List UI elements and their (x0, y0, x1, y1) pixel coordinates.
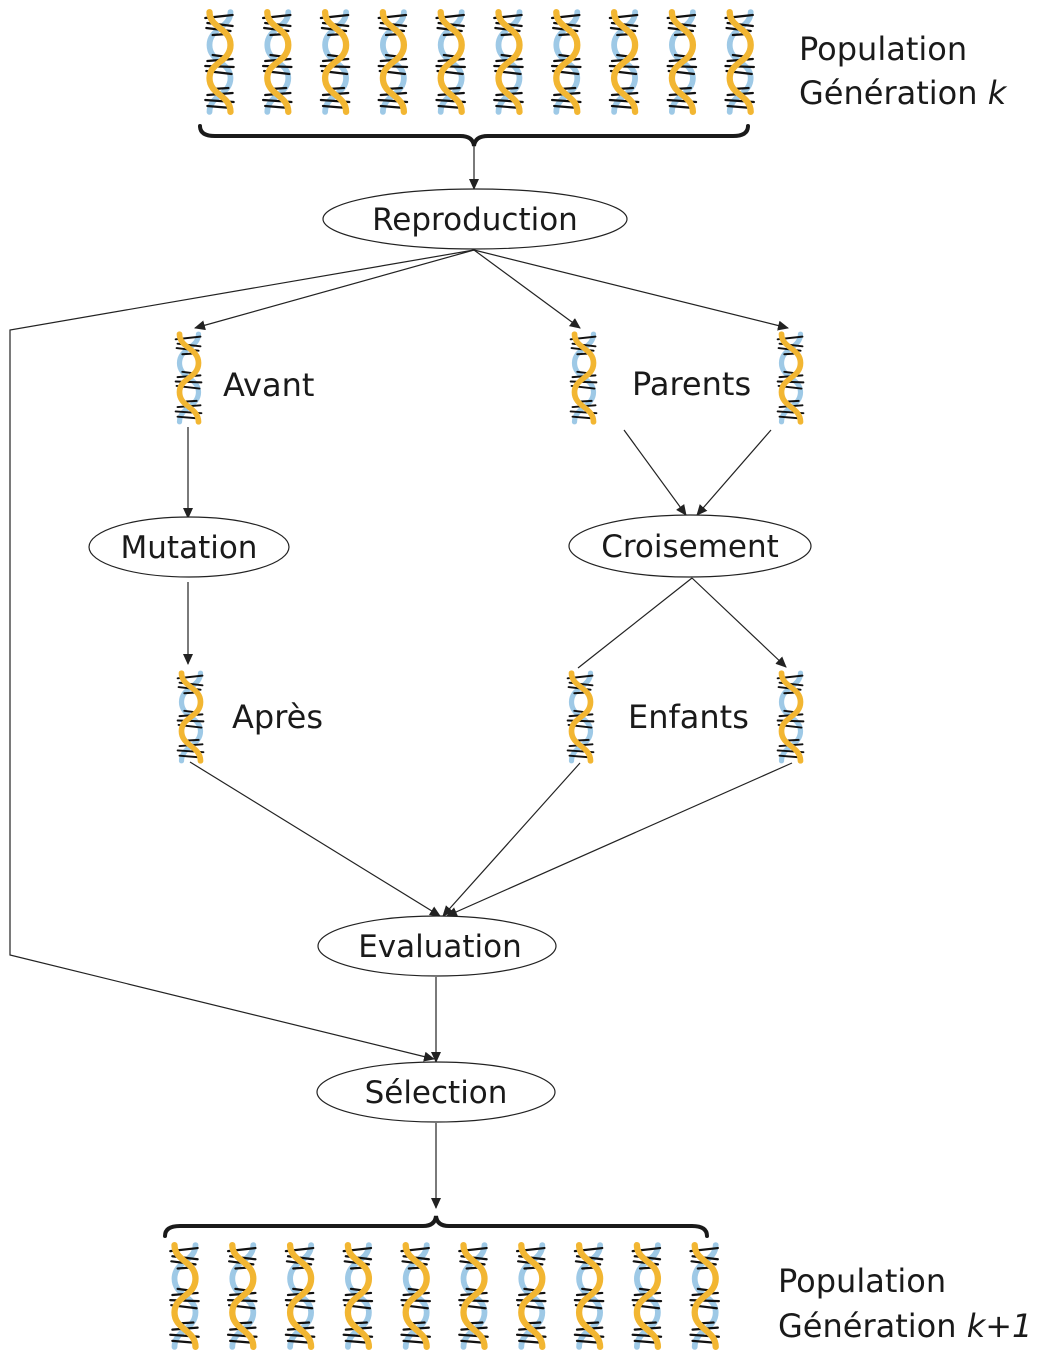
population-bottom-dna-icon (170, 1245, 198, 1347)
population-top-label-line1: Population (799, 30, 967, 68)
node-evaluation: Evaluation (317, 915, 557, 977)
population-top-dna-icon (552, 12, 580, 112)
dna-apres-icon (178, 673, 204, 761)
population-bottom-label-line1: Population (778, 1262, 946, 1300)
population-top-dna-row (205, 12, 754, 112)
population-bottom-dna-icon (402, 1245, 430, 1347)
population-bottom-gen-var: k+1 (967, 1307, 1033, 1345)
population-bottom-dna-icon (575, 1245, 603, 1347)
node-selection: Sélection (316, 1061, 556, 1123)
edge-reproduction-to-parent-left (473, 249, 581, 329)
edge-reproduction-to-avant (194, 249, 475, 331)
population-bottom-dna-icon (459, 1245, 487, 1347)
population-bottom-dna-icon (691, 1245, 719, 1347)
dna-parent-left-icon (571, 334, 597, 422)
dna-parent-right-icon (778, 334, 804, 422)
population-top-dna-icon (321, 12, 349, 112)
population-bottom-dna-row (170, 1245, 719, 1347)
node-reproduction-label: Reproduction (372, 202, 578, 238)
node-evaluation-label: Evaluation (358, 929, 522, 965)
edge-parent-right-to-croisement (696, 429, 772, 516)
population-top-dna-icon (610, 12, 638, 112)
node-mutation-label: Mutation (121, 530, 258, 566)
population-top-brace (198, 124, 750, 147)
edge-apres-to-evaluation (189, 761, 441, 917)
node-croisement: Croisement (568, 514, 812, 578)
population-top-gen-prefix: Génération (799, 74, 988, 112)
node-croisement-label: Croisement (601, 529, 779, 565)
population-top-dna-icon (494, 12, 522, 112)
population-bottom-dna-icon (633, 1245, 661, 1347)
edges (9, 146, 793, 1209)
population-top-gen-var: k (988, 74, 1008, 112)
population-top-dna-icon (437, 12, 465, 112)
population-bottom-dna-icon (517, 1245, 545, 1347)
label-enfants: Enfants (628, 698, 749, 736)
population-top-dna-icon (726, 12, 754, 112)
label-avant: Avant (223, 366, 314, 404)
dna-avant-icon (176, 334, 202, 422)
population-bottom-dna-icon (344, 1245, 372, 1347)
edge-enfant-right-to-evaluation (446, 762, 793, 917)
label-apres: Après (232, 698, 323, 736)
edge-reproduction-to-selection-bypass (9, 249, 475, 1062)
dna-enfant-left-icon (568, 673, 594, 761)
population-bottom-gen-prefix: Génération (778, 1307, 967, 1345)
edge-croisement-to-enfant-left (577, 577, 693, 669)
population-bottom-label-line2: Génération k+1 (778, 1307, 1032, 1345)
population-bottom-dna-icon (286, 1245, 314, 1347)
population-top-dna-icon (205, 12, 233, 112)
population-top-label-line2: Génération k (799, 74, 1008, 112)
population-top-dna-icon (379, 12, 407, 112)
label-parents: Parents (632, 365, 751, 403)
population-bottom-brace (163, 1215, 709, 1238)
population-bottom-dna-icon (228, 1245, 256, 1347)
node-selection-label: Sélection (365, 1075, 508, 1111)
edge-parent-left-to-croisement (623, 429, 687, 516)
edge-croisement-to-enfant-right (691, 577, 787, 668)
edge-reproduction-to-parent-right (473, 249, 789, 331)
edge-enfant-left-to-evaluation (442, 762, 581, 917)
population-top-dna-icon (263, 12, 291, 112)
node-mutation: Mutation (88, 516, 290, 578)
dna-enfant-right-icon (778, 673, 804, 761)
node-reproduction: Reproduction (322, 188, 628, 250)
population-top-dna-icon (668, 12, 696, 112)
